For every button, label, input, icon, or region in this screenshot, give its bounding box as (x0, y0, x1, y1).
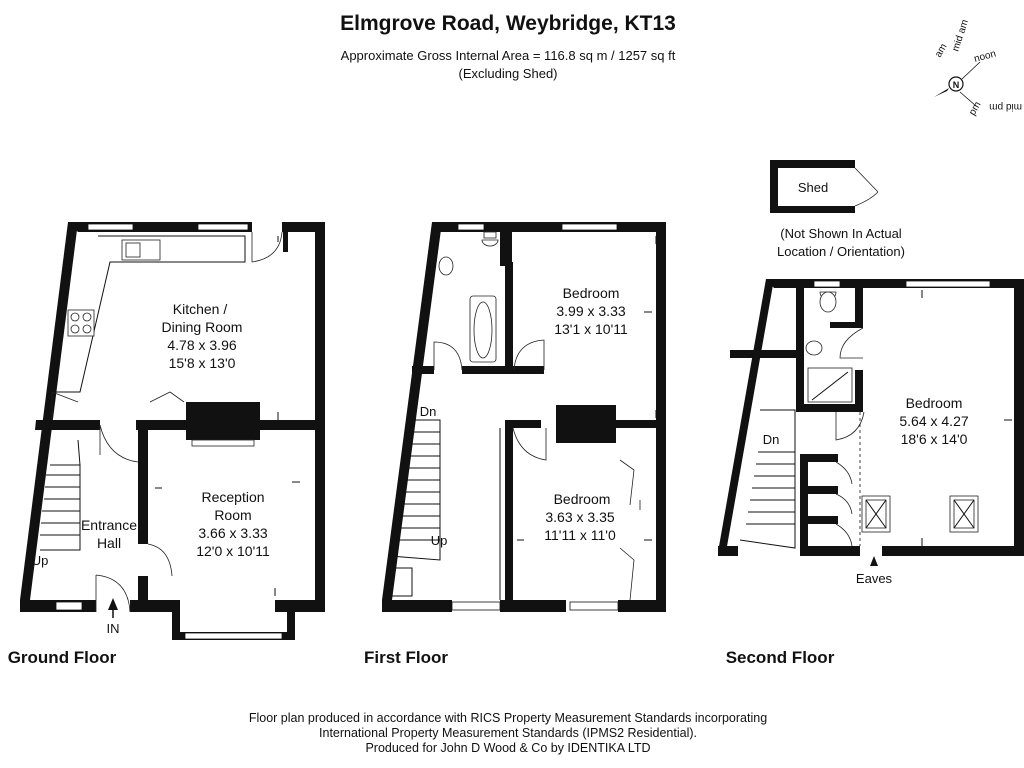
entry-label: IN (107, 621, 120, 636)
footer-line1: Floor plan produced in accordance with R… (249, 711, 767, 725)
boiler-label: B (385, 587, 392, 597)
shed-label: Shed (798, 180, 828, 195)
hall-name: Entrance (81, 517, 137, 533)
second-stairs (739, 409, 796, 549)
compass: N am mid am noon mid pm pm (933, 18, 1022, 117)
compass-pm: pm (967, 100, 983, 118)
first-dn-label: Dn (420, 404, 437, 419)
hall-name-2: Hall (97, 535, 121, 551)
first-bedroom-a-imperial: 13'1 x 10'11 (554, 321, 628, 337)
compass-north: N (953, 80, 960, 90)
shed-note-line1: (Not Shown In Actual (780, 226, 902, 241)
first-floor-label: First Floor (364, 648, 448, 667)
first-stairs (389, 419, 441, 597)
eaves-arrow-icon (870, 556, 878, 566)
compass-mid-am: mid am (950, 18, 971, 53)
reception-size-imperial: 12'0 x 10'11 (196, 543, 270, 559)
first-floor-plan: Bedroom 3.99 x 3.33 13'1 x 10'11 Bedroom… (364, 222, 666, 667)
kitchen-name-2: Dining Room (162, 319, 243, 335)
first-bedroom-a-name: Bedroom (563, 285, 620, 301)
reception-size-metric: 3.66 x 3.33 (198, 525, 267, 541)
footer-line2: International Property Measurement Stand… (319, 726, 697, 740)
area-note: (Excluding Shed) (459, 66, 558, 81)
page-title: Elmgrove Road, Weybridge, KT13 (340, 12, 676, 35)
second-bedroom-metric: 5.64 x 4.27 (899, 413, 968, 429)
second-floor-plan: Bedroom 5.64 x 4.27 18'6 x 14'0 Dn Eaves… (718, 279, 1024, 667)
area-summary: Approximate Gross Internal Area = 116.8 … (341, 48, 676, 63)
reception-name: Reception (201, 489, 264, 505)
compass-am: am (933, 42, 949, 60)
footer-line3: Produced for John D Wood & Co by IDENTIK… (365, 741, 650, 755)
reception-name-2: Room (214, 507, 251, 523)
first-up-label: Up (431, 533, 448, 548)
eaves-label: Eaves (856, 571, 893, 586)
compass-needle-icon (934, 88, 949, 97)
second-dn-label: Dn (763, 432, 780, 447)
ground-up-label: Up (32, 553, 49, 568)
skylight-icon (861, 495, 891, 533)
first-bedroom-a-metric: 3.99 x 3.33 (556, 303, 625, 319)
ground-floor-plan: Kitchen / Dining Room 4.78 x 3.96 15'8 x… (8, 221, 325, 667)
shed-note-line2: Location / Orientation) (777, 244, 905, 259)
kitchen-size-metric: 4.78 x 3.96 (167, 337, 236, 353)
first-bedroom-b-name: Bedroom (554, 491, 611, 507)
ground-stairs (40, 439, 81, 551)
skylight-icon (949, 495, 979, 533)
second-bedroom-name: Bedroom (906, 395, 963, 411)
kitchen-size-imperial: 15'8 x 13'0 (169, 355, 236, 371)
ground-floor-label: Ground Floor (8, 648, 117, 667)
first-bedroom-b-metric: 3.63 x 3.35 (545, 509, 614, 525)
second-floor-label: Second Floor (726, 648, 835, 667)
entry-arrow-icon (108, 598, 118, 610)
second-bedroom-imperial: 18'6 x 14'0 (901, 431, 968, 447)
shed-plan: Shed (Not Shown In Actual Location / Ori… (770, 160, 905, 259)
kitchen-name: Kitchen / (173, 301, 228, 317)
compass-mid-pm: mid pm (989, 101, 1022, 112)
compass-noon: noon (973, 49, 997, 65)
first-bedroom-b-imperial: 11'11 x 11'0 (544, 527, 616, 543)
